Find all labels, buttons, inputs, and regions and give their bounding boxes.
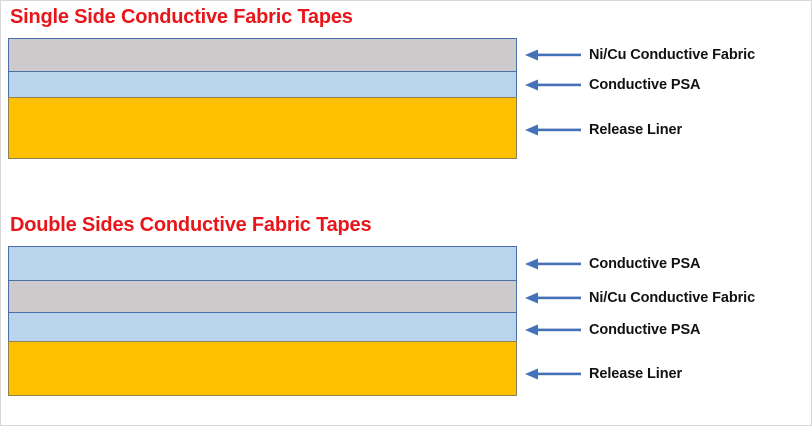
left-arrow-icon bbox=[525, 324, 581, 336]
layer-release-liner bbox=[8, 341, 517, 396]
layer-conductive-psa-top bbox=[8, 246, 517, 281]
left-arrow-icon bbox=[525, 258, 581, 270]
diagram-single-side: Single Side Conductive Fabric Tapes Ni/C… bbox=[0, 6, 812, 159]
callout-conductive-psa: Conductive PSA bbox=[525, 75, 701, 95]
diagram-title: Double Sides Conductive Fabric Tapes bbox=[10, 214, 372, 236]
layer-stack bbox=[8, 38, 517, 159]
left-arrow-icon bbox=[525, 368, 581, 380]
callout-label: Release Liner bbox=[589, 121, 682, 138]
callout-label: Conductive PSA bbox=[589, 76, 701, 93]
layer-stack bbox=[8, 246, 517, 396]
callout-release-liner: Release Liner bbox=[525, 364, 682, 384]
layer-ni-cu-conductive-fabric bbox=[8, 38, 517, 72]
left-arrow-icon bbox=[525, 49, 581, 61]
callout-label: Ni/Cu Conductive Fabric bbox=[589, 46, 756, 63]
callout-label: Conductive PSA bbox=[589, 321, 701, 338]
callout-label: Ni/Cu Conductive Fabric bbox=[589, 289, 756, 306]
callout-conductive-psa-bottom: Conductive PSA bbox=[525, 320, 701, 340]
callout-release-liner: Release Liner bbox=[525, 120, 682, 140]
callout-label: Release Liner bbox=[589, 365, 682, 382]
callout-ni-cu-conductive-fabric: Ni/Cu Conductive Fabric bbox=[525, 45, 755, 65]
left-arrow-icon bbox=[525, 124, 581, 136]
left-arrow-icon bbox=[525, 79, 581, 91]
callout-label: Conductive PSA bbox=[589, 255, 701, 272]
diagram-title: Single Side Conductive Fabric Tapes bbox=[10, 6, 353, 28]
callout-ni-cu-conductive-fabric: Ni/Cu Conductive Fabric bbox=[525, 288, 755, 308]
layer-conductive-psa-bottom bbox=[8, 312, 517, 342]
layer-conductive-psa bbox=[8, 71, 517, 98]
diagram-double-sides: Double Sides Conductive Fabric Tapes Con… bbox=[0, 214, 812, 396]
left-arrow-icon bbox=[525, 292, 581, 304]
layer-ni-cu-conductive-fabric bbox=[8, 280, 517, 313]
layer-release-liner bbox=[8, 97, 517, 159]
callout-conductive-psa-top: Conductive PSA bbox=[525, 254, 701, 274]
